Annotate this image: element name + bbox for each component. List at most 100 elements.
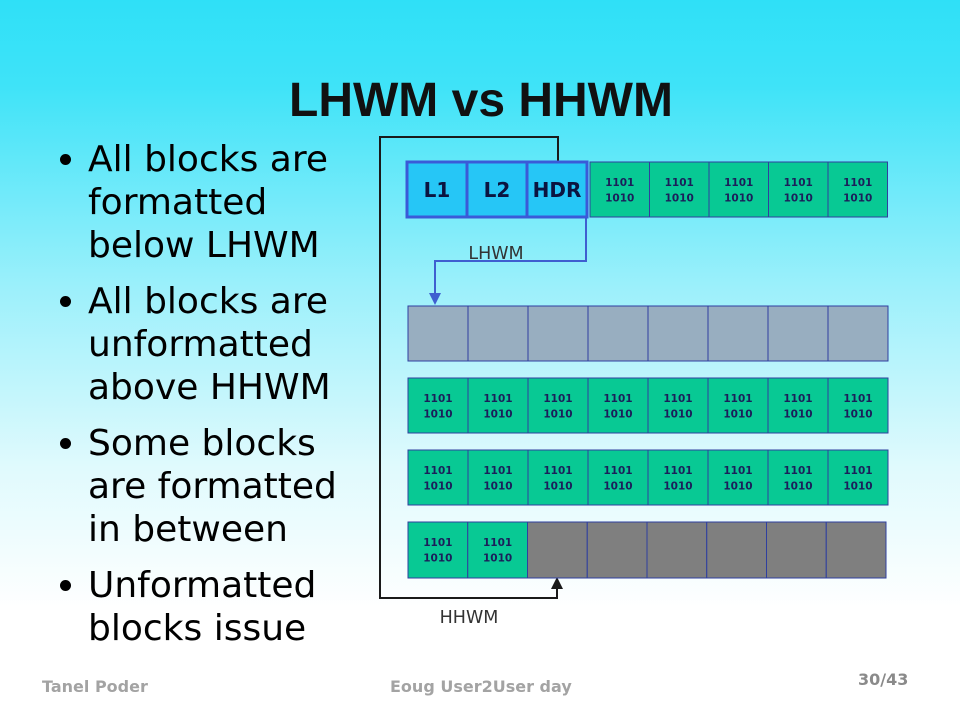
bullet-text: All blocks are formatted below LHWM xyxy=(88,139,329,266)
formatted-block: 1101 1010 xyxy=(707,377,769,434)
formatted-block: 1101 1010 xyxy=(767,377,829,434)
bullet-dot xyxy=(60,296,71,307)
header-block: L2 xyxy=(465,160,529,219)
unformatted-block xyxy=(707,305,769,362)
block-bits-text: 1010 xyxy=(483,481,512,493)
lhwm-arrowhead xyxy=(429,293,441,305)
formatted-block: 1101 1010 xyxy=(707,449,769,506)
block-bits-text: 1010 xyxy=(663,481,692,493)
block-bits-text: 1101 xyxy=(723,393,752,405)
formatted-block-box xyxy=(827,161,888,218)
formatted-block-box xyxy=(527,449,589,506)
formatted-block: 1101 1010 xyxy=(467,449,529,506)
block-bits-text: 1101 xyxy=(423,465,452,477)
unformatted-block xyxy=(766,521,827,579)
formatted-block-box xyxy=(767,377,829,434)
formatted-block-box xyxy=(707,449,769,506)
formatted-block-box xyxy=(467,449,529,506)
block-bits-text: 1010 xyxy=(784,193,813,205)
unformatted-block xyxy=(767,305,829,362)
block-bits-text: 1010 xyxy=(723,409,752,421)
bullet-item: All blocks are unformatted above HHWM xyxy=(60,280,370,409)
block-bits-text: 1101 xyxy=(723,465,752,477)
formatted-block: 1101 1010 xyxy=(589,161,650,218)
header-block: L1 xyxy=(405,160,469,219)
block-bits-text: 1010 xyxy=(483,409,512,421)
block-bits-text: 1010 xyxy=(723,481,752,493)
formatted-block-box xyxy=(587,449,649,506)
formatted-block-box xyxy=(527,377,589,434)
formatted-block-box xyxy=(407,377,469,434)
footer-event: Eoug User2User day xyxy=(390,677,572,696)
bullet-dot xyxy=(60,580,71,591)
bullet-item: Unformatted blocks issue xyxy=(60,564,370,650)
block-bits-text: 1010 xyxy=(423,553,452,565)
block-bits-text: 1101 xyxy=(665,177,694,189)
block-bits-text: 1101 xyxy=(543,393,572,405)
unformatted-block xyxy=(467,305,529,362)
formatted-block-box xyxy=(707,377,769,434)
formatted-block-box xyxy=(587,377,649,434)
formatted-block: 1101 1010 xyxy=(649,161,710,218)
block-bits-text: 1101 xyxy=(783,393,812,405)
lhwm-label: LHWM xyxy=(468,244,523,264)
block-bits-text: 1010 xyxy=(665,193,694,205)
unformatted-block xyxy=(527,521,588,579)
block-row xyxy=(407,305,889,362)
bullet-text: Unformatted blocks issue xyxy=(88,565,317,649)
bullet-item: All blocks are formatted below LHWM xyxy=(60,138,370,267)
block-bits-text: 1101 xyxy=(605,177,634,189)
formatted-block-box xyxy=(467,521,528,579)
block-bits-text: 1101 xyxy=(843,465,872,477)
header-block-label: L2 xyxy=(484,178,511,202)
bullet-text: Some blocks are formatted in between xyxy=(88,423,337,550)
block-bits-text: 1101 xyxy=(483,393,512,405)
block-bits-text: 1101 xyxy=(543,465,572,477)
block-bits-text: 1010 xyxy=(483,553,512,565)
header-block-label: L1 xyxy=(424,178,451,202)
formatted-block: 1101 1010 xyxy=(708,161,769,218)
hhwm-arrowhead xyxy=(551,577,563,589)
block-bits-text: 1101 xyxy=(603,393,632,405)
unformatted-block xyxy=(646,521,708,579)
unformatted-block xyxy=(527,305,589,362)
block-bits-text: 1010 xyxy=(783,409,812,421)
bullet-dot xyxy=(60,154,71,165)
header-block-box xyxy=(525,160,589,219)
unformatted-block xyxy=(407,305,469,362)
bullet-item: Some blocks are formatted in between xyxy=(60,422,370,551)
block-bits-text: 1010 xyxy=(843,193,872,205)
unformatted-block xyxy=(706,521,767,579)
unformatted-block xyxy=(586,521,648,579)
block-bits-text: 1010 xyxy=(724,193,753,205)
formatted-block: 1101 1010 xyxy=(467,377,529,434)
unformatted-block xyxy=(825,521,887,579)
block-bits-text: 1101 xyxy=(483,465,512,477)
block-bits-text: 1101 xyxy=(724,177,753,189)
block-bits-text: 1010 xyxy=(543,409,572,421)
block-bits-text: 1010 xyxy=(605,193,634,205)
block-bits-text: 1010 xyxy=(663,409,692,421)
lhwm-connector xyxy=(429,218,587,305)
formatted-block-box xyxy=(768,161,829,218)
block-bits-text: 1101 xyxy=(423,393,452,405)
formatted-block-box xyxy=(708,161,769,218)
header-block-label: HDR xyxy=(533,178,582,202)
formatted-block-box xyxy=(467,377,529,434)
hhwm-label: HHWM xyxy=(440,608,499,628)
formatted-block-box xyxy=(407,521,469,579)
formatted-block-box xyxy=(767,449,829,506)
slide-title: LHWM vs HHWM xyxy=(289,74,673,127)
block-bits-text: 1010 xyxy=(543,481,572,493)
